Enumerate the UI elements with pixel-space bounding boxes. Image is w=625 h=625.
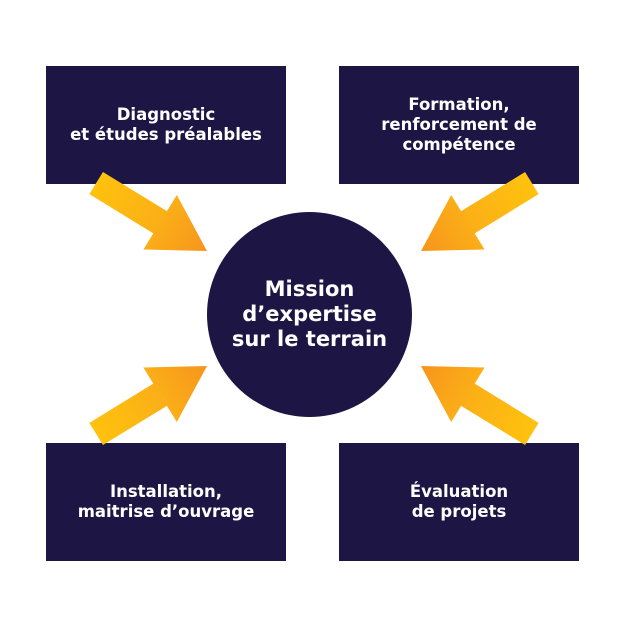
center-circle: Mission d’expertise sur le terrain (207, 212, 412, 417)
box-evaluation: Évaluation de projets (339, 443, 579, 561)
box-formation: Formation, renforcement de compétence (339, 66, 579, 184)
box-installation-label: Installation, maitrise d’ouvrage (77, 482, 255, 521)
center-label: Mission d’expertise sur le terrain (231, 277, 388, 351)
box-installation: Installation, maitrise d’ouvrage (46, 443, 286, 561)
box-evaluation-label: Évaluation de projets (409, 482, 509, 521)
box-formation-label: Formation, renforcement de compétence (381, 95, 537, 154)
box-diagnostic: Diagnostic et études préalables (46, 66, 286, 184)
box-diagnostic-label: Diagnostic et études préalables (70, 105, 262, 144)
